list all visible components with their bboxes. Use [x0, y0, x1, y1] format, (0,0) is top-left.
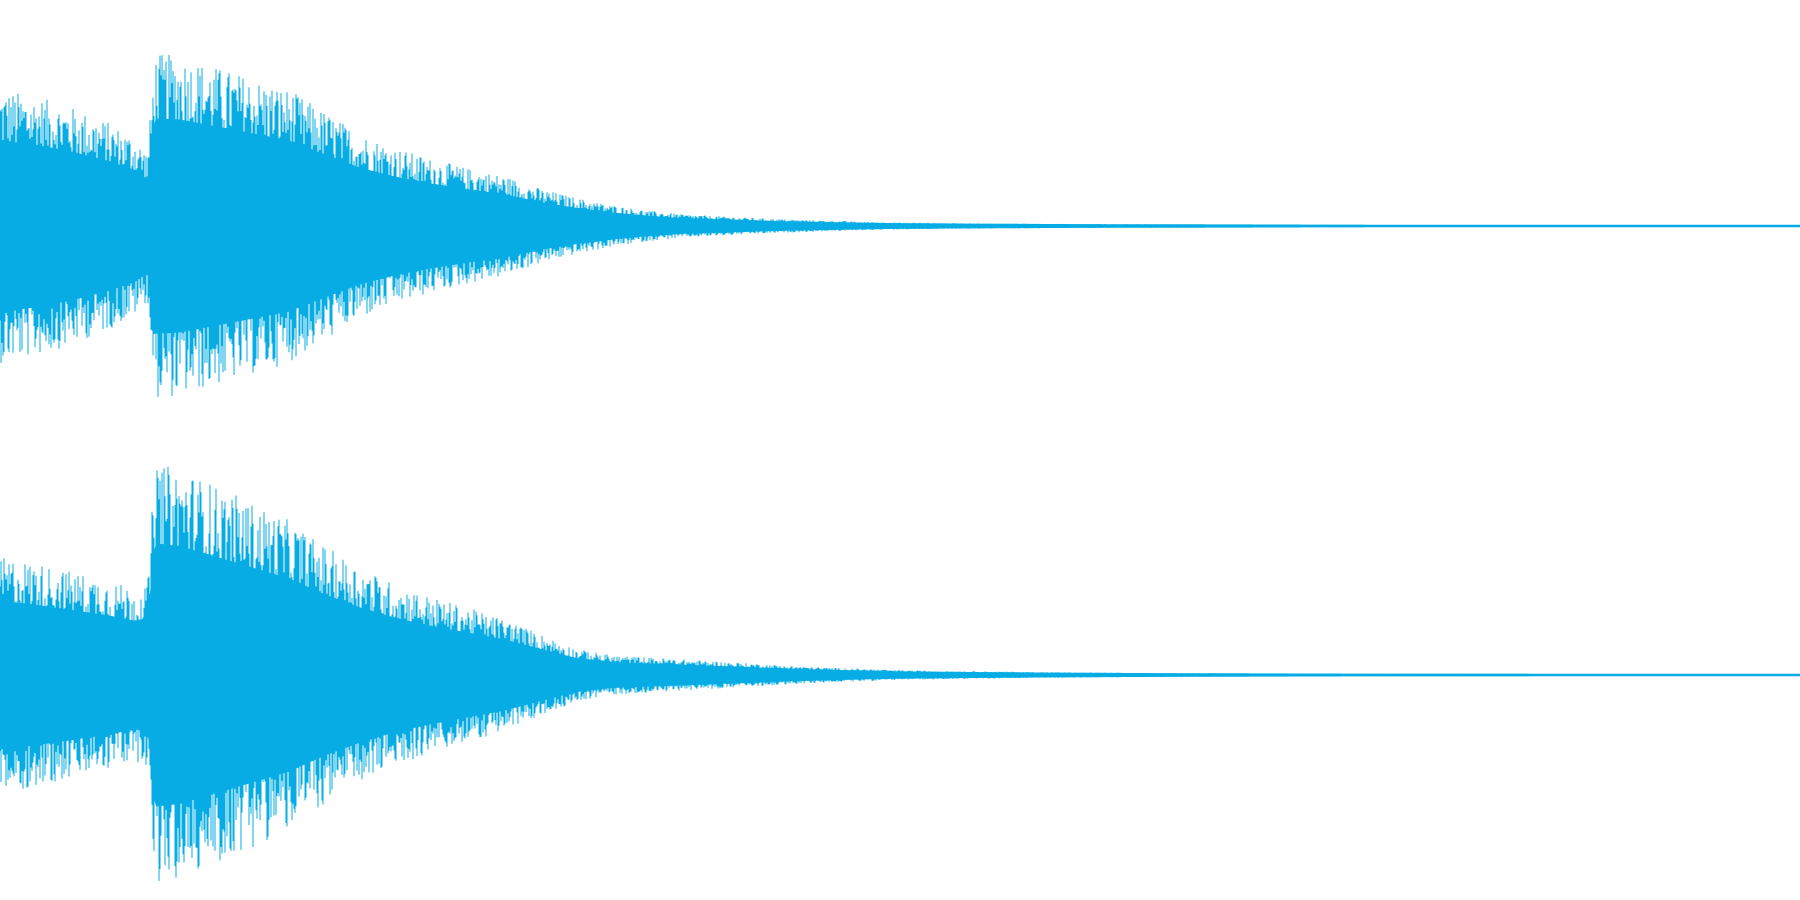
channel-1-waveform: [0, 55, 1800, 397]
channel-2-waveform: [0, 466, 1800, 881]
